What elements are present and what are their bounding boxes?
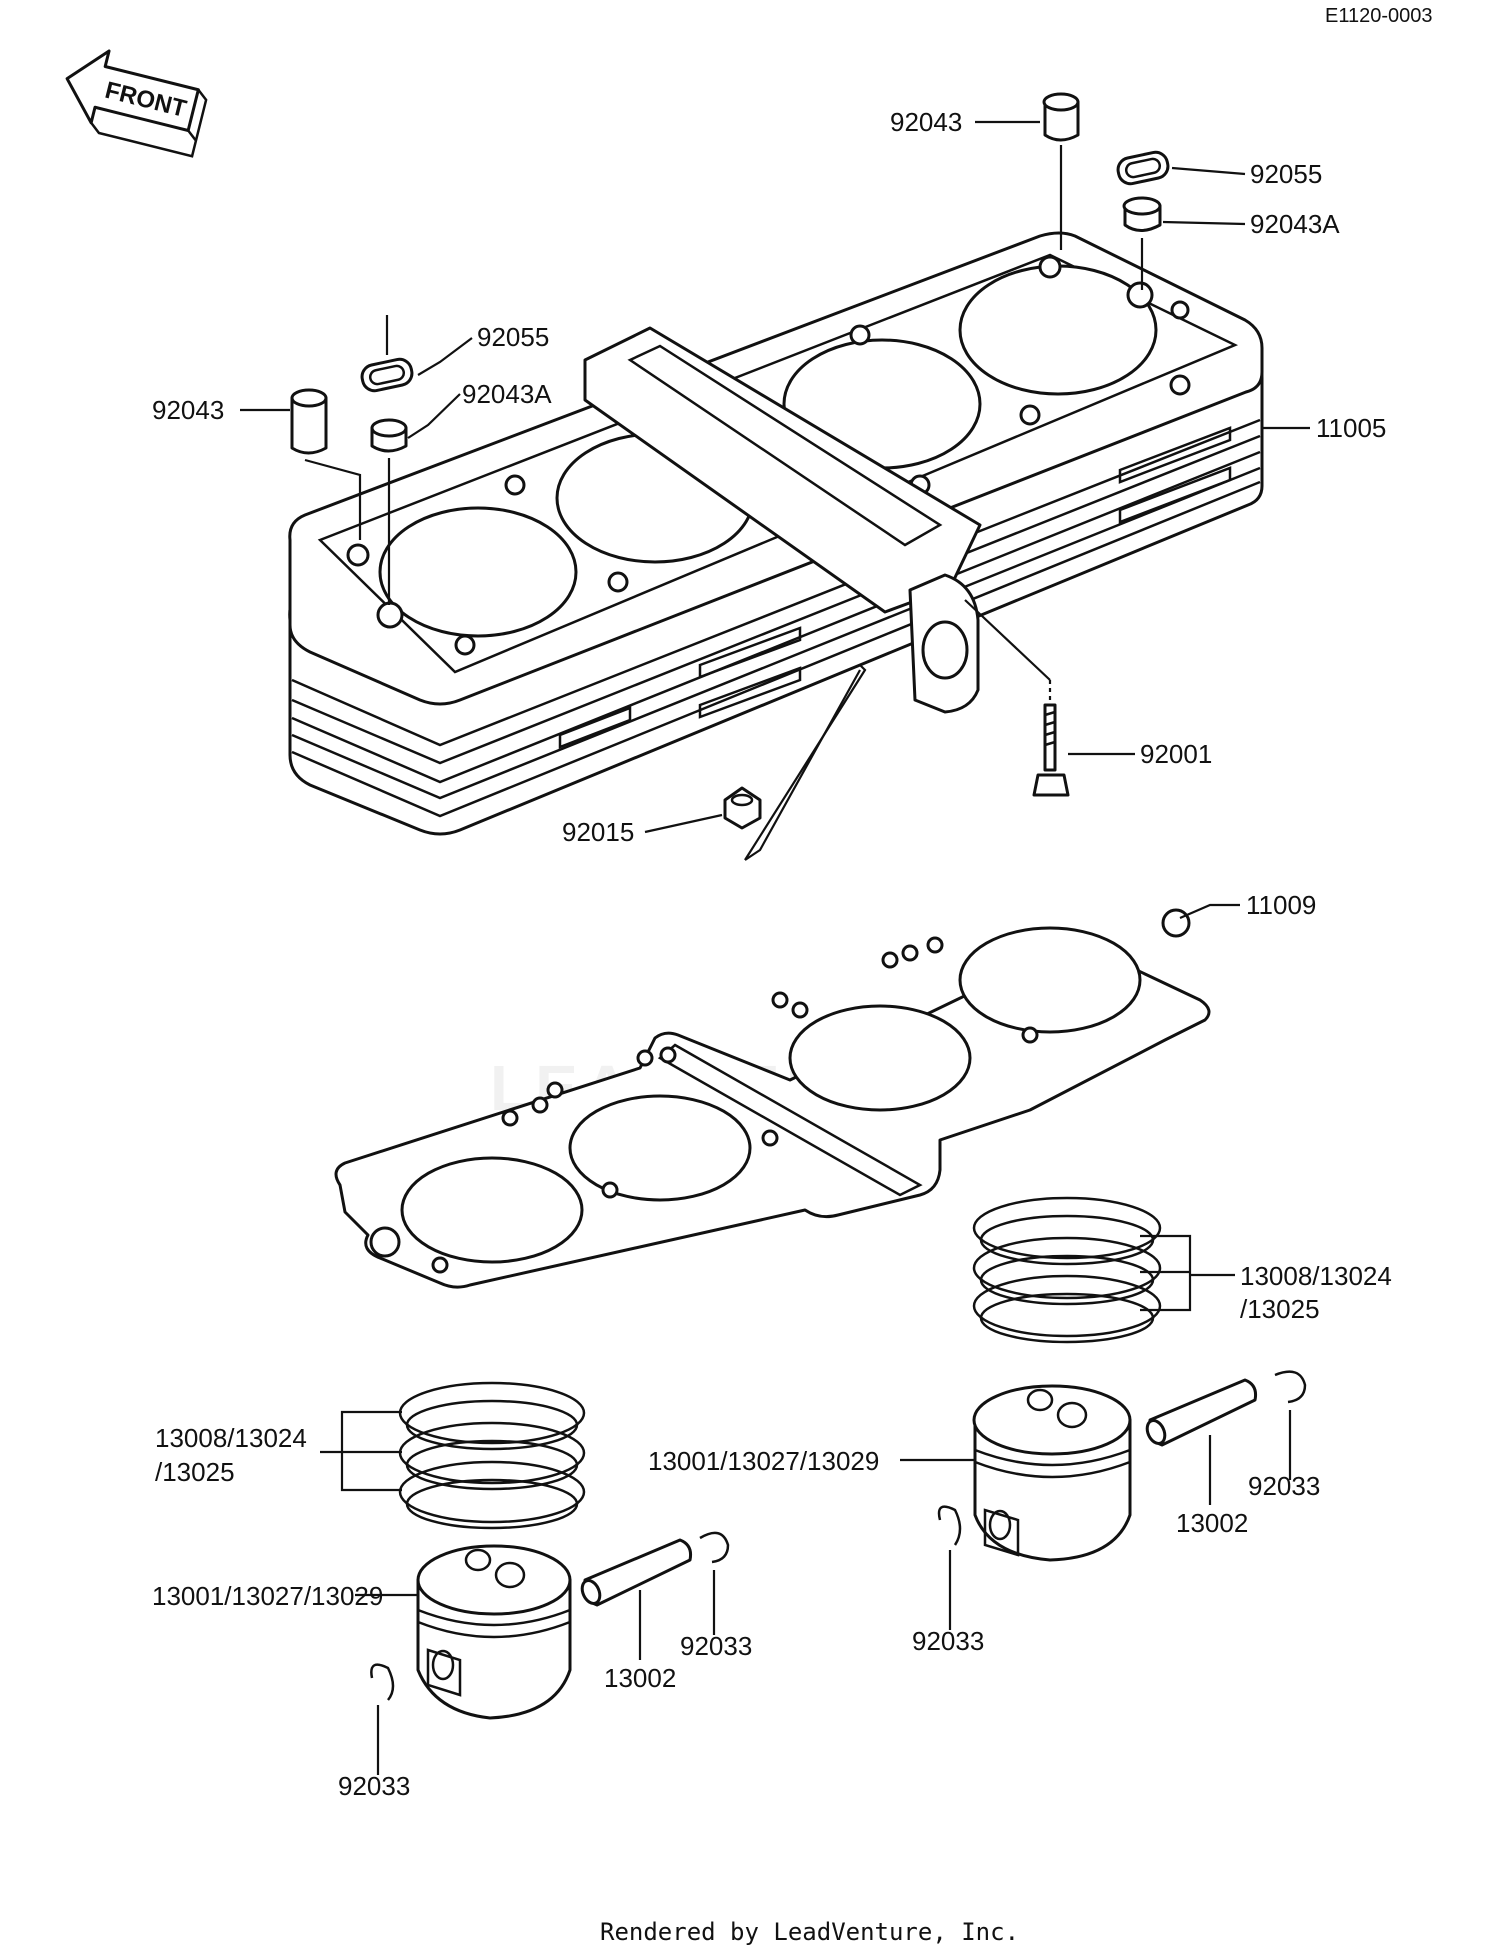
callout-13008-right-a: 13008/13024 (1240, 1261, 1392, 1291)
callout-11009: 11009 (1246, 890, 1316, 920)
piston-rings-right (972, 1196, 1162, 1344)
callout-92055-top: 92055 (1250, 159, 1322, 189)
callout-92055-left: 92055 (477, 322, 549, 352)
piston-left (416, 1544, 572, 1720)
callout-11005: 11005 (1316, 413, 1386, 443)
front-arrow-icon: FRONT (65, 49, 208, 158)
callout-13001-right: 13001/13027/13029 (648, 1446, 879, 1476)
cylinder-base-gasket (334, 908, 1211, 1289)
piston-pin-left (580, 1538, 692, 1607)
diagram-code: E1120-0003 (1325, 5, 1433, 27)
circlip-right-2 (937, 1505, 962, 1630)
callout-92033-right-1: 92033 (1248, 1471, 1320, 1501)
circlip-left-1 (699, 1531, 730, 1635)
bolt-92001 (964, 599, 1070, 797)
oring-92055-top (1116, 150, 1170, 186)
callout-92015: 92015 (562, 817, 634, 847)
circlip-right-1 (1274, 1370, 1307, 1480)
dowel-92043A-top (1122, 196, 1162, 290)
callout-92001: 92001 (1140, 739, 1212, 769)
dowel-92043A-left (370, 418, 408, 605)
callout-92043A-top: 92043A (1250, 209, 1340, 239)
callout-13008-left-a: 13008/13024 (155, 1423, 307, 1453)
callout-92043-left: 92043 (152, 395, 224, 425)
callout-92033-left-1: 92033 (680, 1631, 752, 1661)
circlip-left-2 (370, 1663, 395, 1775)
callout-13001-left: 13001/13027/13029 (152, 1581, 383, 1611)
callout-13008-right-b: /13025 (1240, 1294, 1320, 1324)
cylinder-block (288, 231, 1264, 836)
dowel-92043-left (290, 388, 362, 540)
callout-13002-left: 13002 (604, 1663, 676, 1693)
oring-92055-left (360, 315, 414, 393)
callout-13002-right: 13002 (1176, 1508, 1248, 1538)
callout-92033-left-2: 92033 (338, 1771, 410, 1801)
piston-rings-left (398, 1381, 586, 1530)
callout-13008-left-b: /13025 (155, 1457, 235, 1487)
callout-92043A-left: 92043A (462, 379, 552, 409)
nut-92015 (723, 664, 867, 861)
footer-credit: Rendered by LeadVenture, Inc. (600, 1918, 1019, 1946)
dowel-92043-top (1042, 92, 1080, 250)
callout-92043-top: 92043 (890, 107, 962, 137)
piston-pin-right (1145, 1378, 1257, 1447)
callout-92033-right-2: 92033 (912, 1626, 984, 1656)
piston-right (972, 1384, 1132, 1562)
